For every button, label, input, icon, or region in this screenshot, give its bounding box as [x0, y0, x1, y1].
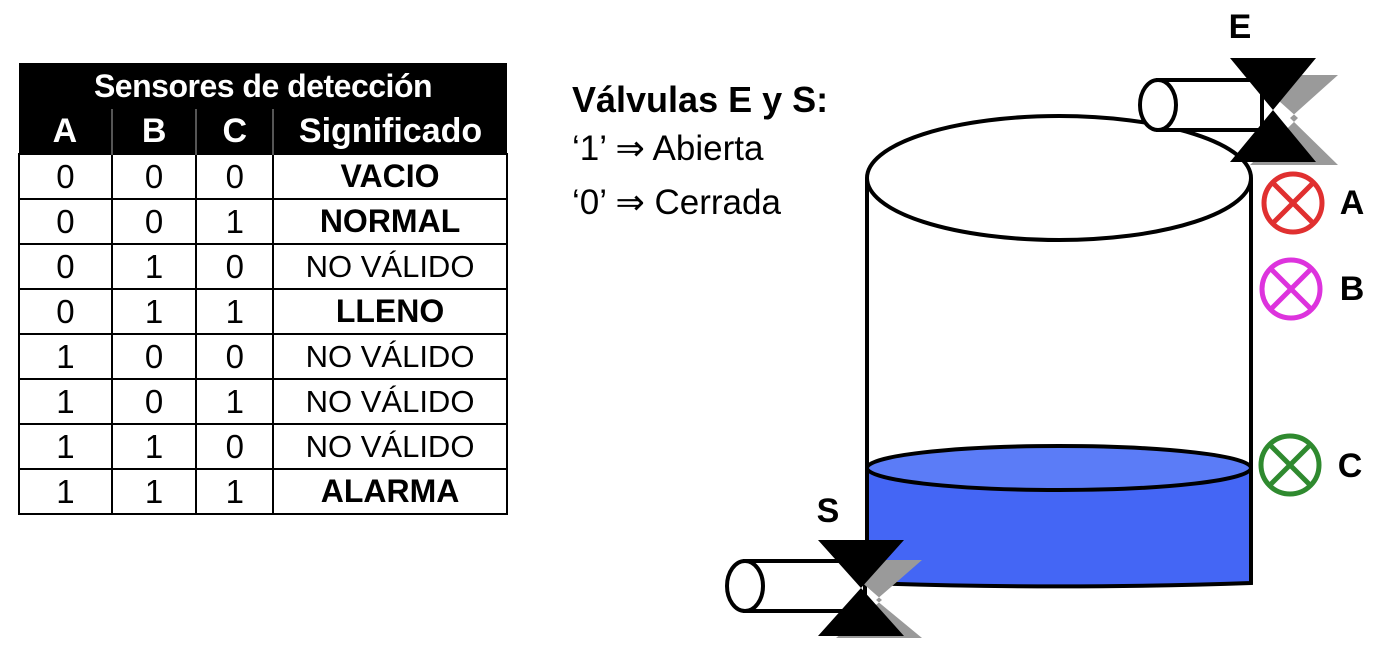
cell-meaning: NO VÁLIDO [272, 333, 508, 380]
cell-meaning: ALARMA [272, 468, 508, 515]
cell-b: 0 [110, 153, 198, 200]
cell-meaning: NORMAL [272, 198, 508, 245]
cell-a: 1 [18, 378, 113, 425]
cell-a: 1 [18, 423, 113, 470]
cell-c: 0 [195, 423, 275, 470]
cell-meaning: NO VÁLIDO [272, 423, 508, 470]
cell-a: 1 [18, 468, 113, 515]
tank [865, 114, 1253, 589]
sensor-c-cross-1 [1268, 443, 1312, 487]
outlet-valve-s: S [725, 492, 922, 638]
cell-b: 1 [110, 423, 198, 470]
legend-closed: ‘0’ ⇒ Cerrada [572, 183, 781, 222]
cell-c: 1 [195, 468, 275, 515]
cell-a: 0 [18, 243, 113, 290]
cell-meaning: LLENO [272, 288, 508, 335]
cell-c: 1 [195, 378, 275, 425]
sensor-b-icon [1259, 257, 1323, 321]
header-significado: Significado [272, 109, 507, 154]
cell-b: 0 [110, 333, 198, 380]
sensor-b-cross-2 [1269, 267, 1313, 311]
table-caption: Sensores de detección [19, 63, 507, 109]
cell-c: 0 [195, 153, 275, 200]
cell-b: 1 [110, 468, 198, 515]
sensor-a-cross-1 [1271, 181, 1315, 225]
cell-a: 1 [18, 333, 113, 380]
sensor-b: B [1259, 257, 1365, 321]
sensor-a-cross-2 [1271, 181, 1315, 225]
inlet-pipe [1156, 78, 1264, 132]
cell-c: 0 [195, 333, 275, 380]
outlet-pipe-end [725, 559, 765, 613]
inlet-valve-e: E [1138, 8, 1338, 165]
header-b: B [110, 109, 197, 154]
valve-e-label: E [1229, 8, 1252, 46]
cell-c: 1 [195, 288, 275, 335]
cell-b: 1 [110, 288, 198, 335]
outlet-pipe [743, 559, 867, 613]
outlet-valve-body [818, 540, 904, 636]
cell-c: 0 [195, 243, 275, 290]
liquid-body [865, 466, 1253, 589]
cell-meaning: NO VÁLIDO [272, 243, 508, 290]
cell-meaning: NO VÁLIDO [272, 378, 508, 425]
inlet-valve-shadow [1250, 75, 1338, 165]
sensor-c-icon [1258, 433, 1322, 497]
cell-b: 0 [110, 378, 198, 425]
cell-a: 0 [18, 288, 113, 335]
valve-legend: Válvulas E y S: ‘1’ ⇒ Abierta ‘0’ ⇒ Cerr… [572, 78, 828, 230]
outlet-valve-shadow [836, 560, 922, 638]
liquid-surface [865, 444, 1253, 492]
tank-top [865, 114, 1253, 242]
sensor-b-cross-1 [1269, 267, 1313, 311]
valve-s-label: S [817, 492, 840, 530]
sensor-b-label: B [1340, 270, 1365, 308]
sensor-a-label: A [1340, 184, 1365, 222]
cell-a: 0 [18, 198, 113, 245]
legend-title: Válvulas E y S: [572, 79, 829, 120]
cell-a: 0 [18, 153, 113, 200]
legend-open: ‘1’ ⇒ Abierta [572, 129, 764, 168]
header-a: A [19, 109, 112, 154]
inlet-pipe-end [1138, 78, 1178, 132]
inlet-valve-body [1230, 58, 1316, 162]
sensor-c: C [1258, 433, 1363, 497]
cell-b: 0 [110, 198, 198, 245]
cell-c: 1 [195, 198, 275, 245]
sensor-a: A [1261, 171, 1365, 235]
cell-meaning: VACIO [272, 153, 508, 200]
sensor-truth-table: Sensores de detección A B C Significado … [18, 63, 508, 515]
header-c: C [195, 109, 274, 154]
sensor-c-cross-2 [1268, 443, 1312, 487]
sensor-c-label: C [1338, 447, 1363, 485]
sensor-a-icon [1261, 171, 1325, 235]
cell-b: 1 [110, 243, 198, 290]
